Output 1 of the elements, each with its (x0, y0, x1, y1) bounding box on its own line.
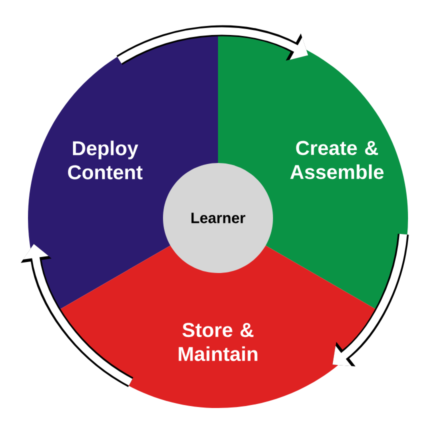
curved-arrow (332, 234, 409, 366)
